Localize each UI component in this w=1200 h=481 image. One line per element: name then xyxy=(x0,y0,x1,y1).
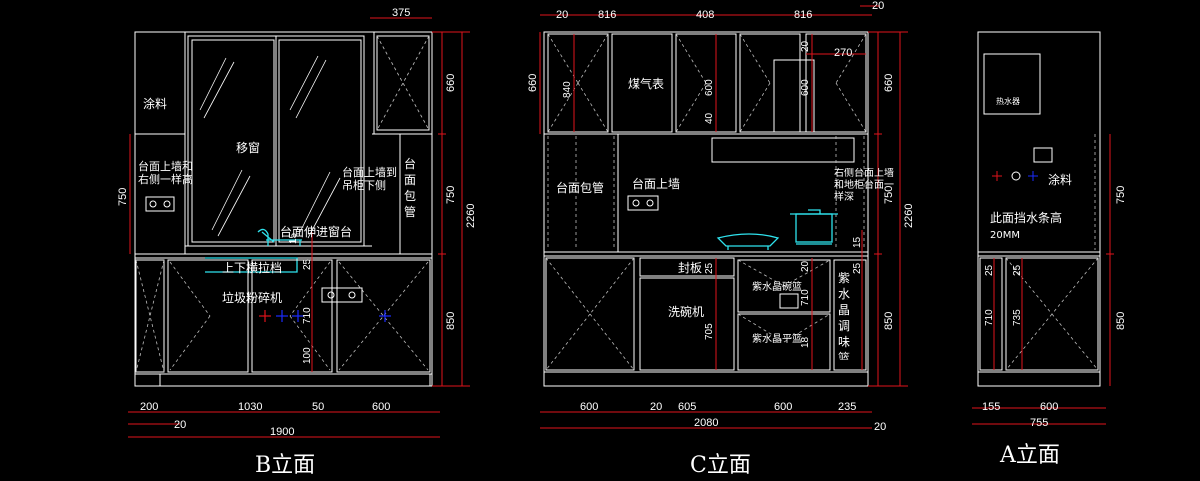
b-wall-left-label: 台面上墙和右侧一样高 xyxy=(138,160,193,186)
b-rail-label: 上下横拉档 xyxy=(222,260,282,275)
a-dim-inner-1: 25 xyxy=(984,264,995,276)
a-paint-label: 涂料 xyxy=(1048,172,1072,187)
b-outline xyxy=(134,31,433,387)
a-dim-total: 755 xyxy=(1030,417,1048,429)
c-dim-inner-10: 710 xyxy=(800,289,811,306)
b-dim-height: 2260 xyxy=(465,204,477,228)
a-note-value: 20MM xyxy=(990,230,1020,241)
c-dim-inner-8: 705 xyxy=(704,323,715,340)
c-dim-inner-4: 600 xyxy=(800,79,811,96)
a-dim-inner-3: 735 xyxy=(1012,309,1023,326)
b-base-socket xyxy=(321,287,363,303)
c-dim-total-extra: 20 xyxy=(874,421,886,433)
c-dim-bottom-1: 600 xyxy=(580,401,598,413)
c-dim-total: 2080 xyxy=(694,417,718,429)
b-dim-right-3: 850 xyxy=(445,312,457,330)
b-dim-small: 20 xyxy=(174,419,186,431)
c-pipe-box-label: 台面包管 xyxy=(556,180,604,195)
a-water-heater xyxy=(983,53,1041,115)
c-dim-inner-5: 20 xyxy=(800,40,811,52)
a-dim-inner-2: 710 xyxy=(984,309,995,326)
b-paint-label: 涂料 xyxy=(143,96,167,111)
c-dim-inner-9: 25 xyxy=(704,262,715,274)
a-dim-inner-4: 25 xyxy=(1012,264,1023,276)
c-cover-board-label: 封板 xyxy=(678,261,702,275)
c-dim-top-2: 816 xyxy=(598,9,616,21)
b-dim-bottom-3: 50 xyxy=(312,401,324,413)
c-dim-left: 660 xyxy=(527,74,539,92)
c-dim-top-4: 816 xyxy=(794,9,812,21)
c-dim-height: 2260 xyxy=(903,204,915,228)
c-dim-top-extra: 20 xyxy=(872,0,884,12)
b-pipe-box-label: 台面包管 xyxy=(404,157,417,219)
c-wall-right-label: 右侧台面上墙和地柜台面一样深 xyxy=(834,168,894,203)
c-base-socket xyxy=(779,293,799,309)
c-dim-right-2: 750 xyxy=(883,186,895,204)
c-dim-bottom-4: 600 xyxy=(774,401,792,413)
a-dim-right-1: 750 xyxy=(1115,186,1127,204)
c-dim-inner-11: 18 xyxy=(800,336,811,348)
c-flat-basket-label: 紫水晶平篮 xyxy=(752,332,802,345)
b-dim-total: 1900 xyxy=(270,426,294,438)
c-dish-basket-label: 紫水晶碗篮 xyxy=(752,280,802,293)
b-dim-inner-1: 15 xyxy=(288,232,299,244)
b-dim-right-1: 660 xyxy=(445,74,457,92)
b-wall-right-label: 台面上墙到吊柜下侧 xyxy=(342,166,397,192)
elevation-c xyxy=(539,5,908,429)
c-pot xyxy=(795,213,833,243)
a-dim-bottom-1: 155 xyxy=(982,401,1000,413)
b-disposer-label: 垃圾粉碎机 xyxy=(222,290,282,305)
b-title: B立面 xyxy=(255,453,315,478)
b-dim-right-2: 750 xyxy=(445,186,457,204)
c-gas-meter-label: 煤气表 xyxy=(628,76,664,91)
c-wall-label: 台面上墙 xyxy=(632,176,680,191)
c-dim-270: 270 xyxy=(834,47,852,59)
b-dim-bottom-1: 200 xyxy=(140,401,158,413)
c-spice-basket-label: 紫水晶调味篮 xyxy=(838,271,851,360)
c-outline xyxy=(543,31,869,387)
c-dim-inner-2: 600 xyxy=(704,79,715,96)
c-dishwasher-label: 洗碗机 xyxy=(668,304,704,319)
b-dim-left: 750 xyxy=(117,188,129,206)
b-faucet xyxy=(257,228,302,246)
c-dim-inner-7: 25 xyxy=(852,262,863,274)
a-title: A立面 xyxy=(999,443,1060,468)
c-dim-top-1: 20 xyxy=(556,9,568,21)
elevation-a xyxy=(972,31,1114,425)
c-dim-right-1: 660 xyxy=(883,74,895,92)
b-dim-bottom-2: 1030 xyxy=(238,401,262,413)
b-dim-top: 375 xyxy=(392,7,410,19)
b-wall-socket xyxy=(145,196,175,212)
c-dim-top-3: 408 xyxy=(696,9,714,21)
b-dim-bottom-4: 600 xyxy=(372,401,390,413)
a-note-label: 此面挡水条高 xyxy=(990,210,1062,225)
b-sliding-window-label: 移窗 xyxy=(236,141,260,155)
b-dim-inner-2: 25 xyxy=(302,258,313,270)
c-dim-bottom-2: 20 xyxy=(650,401,662,413)
b-dim-inner-4: 100 xyxy=(302,347,313,364)
c-dim-inner-1: 840 xyxy=(562,81,573,98)
a-dim-bottom-2: 600 xyxy=(1040,401,1058,413)
c-dim-right-3: 850 xyxy=(883,312,895,330)
c-title: C立面 xyxy=(690,453,751,478)
a-dim-right-2: 850 xyxy=(1115,312,1127,330)
c-range-hood xyxy=(711,137,855,163)
c-dim-bottom-3: 605 xyxy=(678,401,696,413)
c-dim-bottom-5: 235 xyxy=(838,401,856,413)
a-heater-label: 热水器 xyxy=(996,96,1020,106)
c-gas-stove xyxy=(716,233,780,250)
b-counter-window-label: 台面伸进窗台 xyxy=(280,224,352,239)
b-dim-inner-3: 710 xyxy=(302,307,313,324)
a-outline xyxy=(977,31,1101,387)
c-dim-inner-12: 20 xyxy=(800,260,811,272)
c-dim-inner-3: 40 xyxy=(704,112,715,124)
c-wall-socket xyxy=(627,195,659,211)
elevation-b xyxy=(128,17,470,438)
c-dim-inner-6: 15 xyxy=(852,236,863,248)
